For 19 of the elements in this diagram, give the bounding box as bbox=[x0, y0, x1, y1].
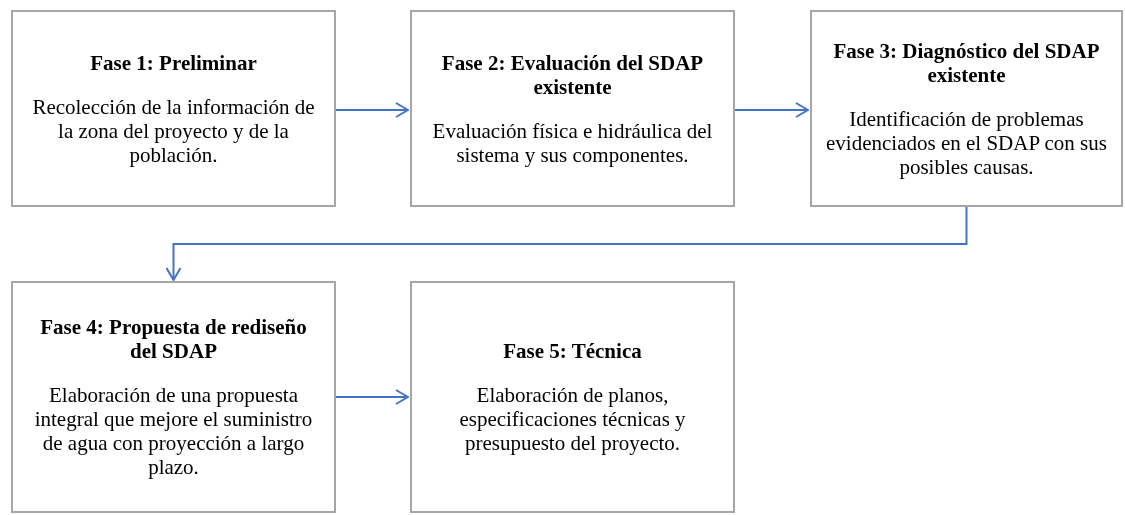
phase-title: Fase 2: Evaluación del SDAP existente bbox=[440, 50, 705, 99]
phase-description: Elaboración de una propuesta integral que mejore el suministro de agua con proyección a largo plazo. bbox=[33, 383, 314, 479]
phase-title: Fase 5: Técnica bbox=[503, 339, 642, 363]
phase-box bbox=[810, 10, 1123, 207]
arrow bbox=[335, 389, 409, 405]
phase-box bbox=[410, 281, 735, 513]
arrow bbox=[335, 102, 409, 118]
phase-box bbox=[410, 10, 735, 207]
phase-description: Evaluación física e hidráulica del sistema y sus componentes. bbox=[431, 118, 714, 167]
phase-title: Fase 1: Preliminar bbox=[90, 50, 257, 75]
phase-box bbox=[11, 281, 336, 513]
phase-description: Elaboración de planos, especificaciones técnicas y presupuesto del proyecto. bbox=[458, 383, 687, 455]
arrow bbox=[734, 102, 809, 118]
phase-description: Recolección de la información de la zona del proyecto y de la población. bbox=[31, 94, 316, 167]
arrow bbox=[165, 206, 968, 281]
phase-title: Fase 4: Propuesta de rediseño del SDAP bbox=[39, 315, 308, 363]
phase-box bbox=[11, 10, 336, 207]
phase-description: Identificación de problemas evidenciados en el SDAP con sus posibles causas. bbox=[825, 106, 1108, 179]
phase-title: Fase 3: Diagnóstico del SDAP existente bbox=[832, 38, 1101, 87]
